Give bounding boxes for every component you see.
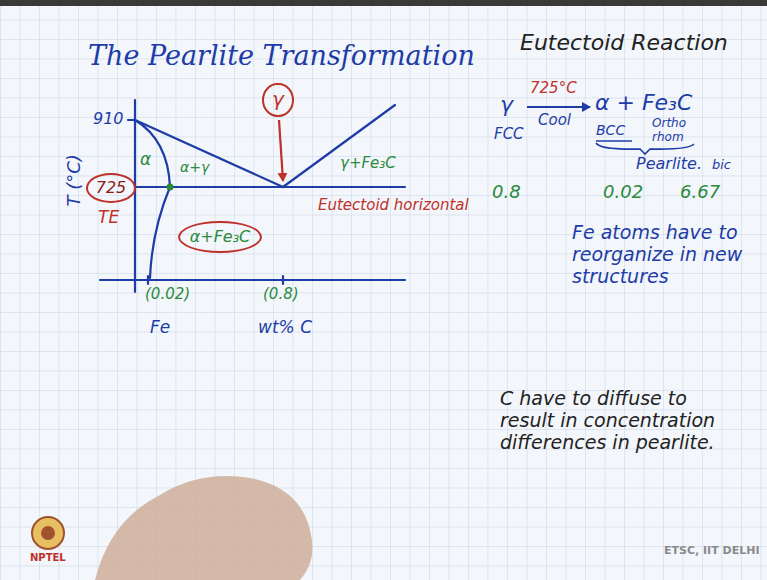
composition-value: 0.8 bbox=[492, 182, 521, 203]
axis-value: (0.02) bbox=[145, 286, 190, 303]
slide-title: The Pearlite Transformation bbox=[88, 40, 475, 71]
line-label: Eutectoid horizontal bbox=[318, 197, 469, 214]
phase-point bbox=[167, 184, 174, 191]
phase-label: α+γ bbox=[180, 159, 209, 175]
presenter-hand bbox=[95, 476, 312, 580]
phase-diagram bbox=[100, 100, 405, 292]
axis-title: T (°C) bbox=[64, 154, 85, 206]
watermark: ETSC, IIT DELHI bbox=[664, 545, 760, 558]
node-text: γ bbox=[272, 88, 284, 111]
underline bbox=[596, 140, 632, 142]
heading: Eutectoid Reaction bbox=[520, 30, 728, 55]
circled-text: α+Fe₃C bbox=[178, 221, 263, 253]
composition-value: 0.02 bbox=[603, 182, 643, 203]
composition-value: 6.67 bbox=[680, 182, 720, 203]
brace bbox=[596, 143, 694, 154]
symbol-label: TE bbox=[98, 208, 119, 228]
temperature-label: 725°C bbox=[530, 80, 577, 97]
nptel-logo bbox=[32, 517, 64, 549]
axis-value: 910 bbox=[93, 110, 124, 128]
axis-label: Fe bbox=[150, 318, 170, 338]
circled-text: γ bbox=[262, 83, 293, 117]
structure-label: FCC bbox=[494, 126, 524, 143]
note: Fe atoms have to reorganize in new struc… bbox=[572, 222, 757, 288]
reaction-arrow bbox=[527, 106, 590, 108]
node-text: 725 bbox=[96, 179, 127, 197]
circled-text: 725 bbox=[86, 173, 136, 203]
phase-symbol: γ bbox=[500, 92, 513, 117]
note: C have to diffuse to result in concentra… bbox=[500, 388, 740, 454]
cooling-arrow bbox=[279, 120, 283, 181]
product-label: Pearlite. bbox=[636, 155, 702, 173]
structure-label: Ortho rhom bbox=[652, 117, 696, 145]
phase-label: γ+Fe₃C bbox=[340, 155, 396, 172]
condition-label: Cool bbox=[538, 112, 571, 129]
phase-label: α bbox=[140, 150, 151, 170]
structure-label: BCC bbox=[596, 122, 625, 138]
watermark: NPTEL bbox=[30, 552, 66, 564]
structure-label: bic bbox=[712, 158, 731, 173]
axis-title: wt% C bbox=[258, 318, 312, 338]
axis-value: (0.8) bbox=[263, 286, 299, 303]
node-text: α+Fe₃C bbox=[190, 228, 251, 246]
phase-symbol: α + Fe₃C bbox=[595, 90, 692, 115]
